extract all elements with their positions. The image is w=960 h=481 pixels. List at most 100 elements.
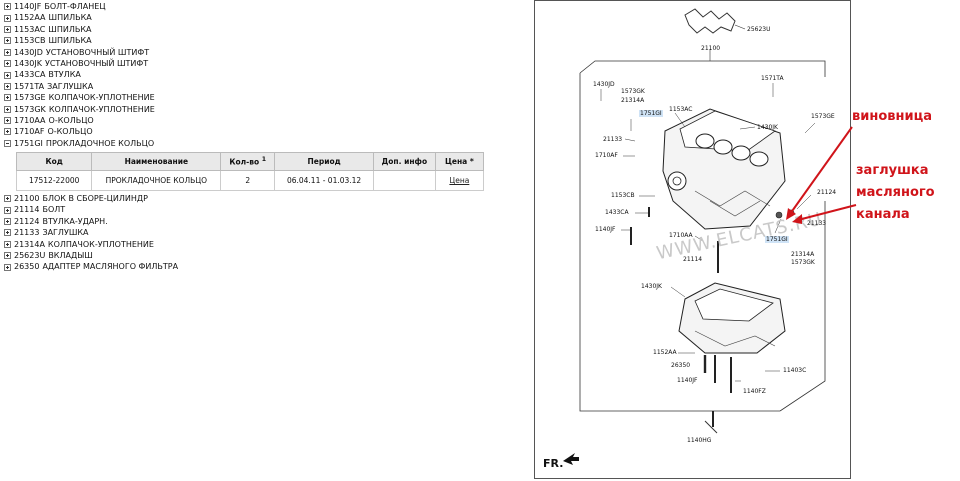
- tree-item-name: ПРОКЛАДОЧНОЕ КОЛЬЦО: [45, 138, 155, 148]
- expand-icon[interactable]: [4, 94, 11, 102]
- tree-item-code: 1140JF: [14, 2, 42, 11]
- diagram-label: 26350: [671, 362, 691, 369]
- diagram-label: 11403C: [783, 367, 807, 374]
- cell-period: 06.04.11 - 01.03.12: [274, 170, 374, 191]
- expand-icon[interactable]: [4, 105, 11, 113]
- diagram-label: 1710AA: [669, 232, 693, 239]
- tree-item-code: 21124: [14, 216, 40, 226]
- expand-icon[interactable]: [4, 229, 11, 237]
- expand-icon[interactable]: [4, 240, 11, 248]
- culprit-note: виновница: [852, 109, 932, 124]
- engine-block-drawing: [563, 8, 826, 465]
- expand-icon[interactable]: [4, 195, 11, 203]
- col-qty: Кол-во 1: [220, 152, 276, 171]
- diagram-label: 1573GE: [811, 113, 835, 120]
- tree-item-code: 1430JK: [14, 58, 42, 68]
- expand-icon[interactable]: [4, 217, 11, 225]
- price-link[interactable]: Цена: [434, 170, 485, 191]
- parts-table: Код Наименование Кол-во 1 Период Доп. ин…: [15, 152, 485, 191]
- tree-item-name: ЗАГЛУШКА: [47, 81, 94, 91]
- expand-icon[interactable]: [4, 71, 11, 79]
- expand-icon[interactable]: [4, 48, 11, 56]
- expand-icon[interactable]: [4, 206, 11, 214]
- diagram-label: 1153AC: [669, 106, 693, 113]
- tree-item-code: 21133: [14, 228, 40, 238]
- expand-icon[interactable]: [4, 252, 11, 260]
- expand-icon[interactable]: [4, 14, 11, 22]
- tree-item-code: 21314A: [14, 239, 45, 249]
- col-code: Код: [15, 152, 93, 171]
- diagram-label: 1140HG: [687, 437, 712, 444]
- expand-icon[interactable]: [4, 117, 11, 125]
- parts-diagram: WWW.ELCATS.RU 25623U 21100 1430JD 1573GK…: [534, 0, 851, 479]
- col-price: Цена *: [434, 152, 485, 171]
- collapse-icon[interactable]: [4, 139, 11, 147]
- tree-item-code: 26350: [14, 262, 40, 272]
- table-row: 17512-22000 ПРОКЛАДОЧНОЕ КОЛЬЦО 2 06.04.…: [15, 170, 485, 191]
- cell-info: [372, 170, 436, 191]
- col-info: Доп. инфо: [372, 152, 436, 171]
- diagram-label: 21314A: [791, 251, 815, 258]
- tree-item-code: 1573GE: [14, 93, 46, 103]
- expand-icon[interactable]: [4, 128, 11, 136]
- cell-code: 17512-22000: [15, 170, 93, 191]
- diagram-label: 1153CB: [611, 192, 635, 199]
- expand-icon[interactable]: [4, 263, 11, 271]
- tree-item-code: 1430JD: [14, 47, 43, 57]
- expand-icon[interactable]: [4, 37, 11, 45]
- diagram-label: 21133: [603, 136, 623, 143]
- tree-item-name: КОЛПАЧОК-УПЛОТНЕНИЕ: [48, 93, 155, 103]
- expand-icon[interactable]: [4, 3, 11, 11]
- expand-icon[interactable]: [4, 25, 11, 33]
- diagram-label: 1152AA: [653, 349, 677, 356]
- tree-item-code: 25623U: [14, 250, 46, 260]
- tree-item-code: 21100: [14, 194, 40, 203]
- diagram-label: 1573GK: [791, 259, 815, 266]
- diagram-label: 21124: [817, 189, 837, 196]
- tree-item-code: 21114: [14, 205, 40, 215]
- col-period: Период: [274, 152, 374, 171]
- tree-item-name: БОЛТ: [42, 205, 66, 215]
- diagram-label: 1433CA: [605, 209, 629, 216]
- diagram-label: 1140JF: [595, 226, 616, 233]
- expand-icon[interactable]: [4, 60, 11, 68]
- diagram-label: 21100: [701, 45, 721, 52]
- tree-item-code: 1710AA: [14, 115, 46, 125]
- tree-item-name: КОЛПАЧОК-УПЛОТНЕНИЕ: [48, 104, 155, 114]
- front-arrow-icon: [563, 453, 579, 465]
- tree-item-code: 1433CA: [14, 70, 46, 80]
- tree-item-code: 1152AA: [14, 13, 46, 23]
- tree-item-code: 1751GI: [14, 138, 43, 148]
- diagram-label: 25623U: [747, 26, 771, 33]
- plug-note-line: заглушка: [856, 163, 929, 178]
- plug-note-line: масляного: [856, 185, 935, 200]
- tree-item-name: ВКЛАДЫШ: [48, 250, 93, 260]
- tree-item-name: ШПИЛЬКА: [48, 24, 92, 34]
- diagram-label: 1573GK: [621, 88, 645, 95]
- diagram-label: 21114: [683, 256, 703, 263]
- expand-icon[interactable]: [4, 82, 11, 90]
- tree-item-name: ЗАГЛУШКА: [42, 228, 89, 238]
- tree-item-name: ВТУЛКА-УДАРН.: [42, 216, 108, 226]
- table-header-row: Код Наименование Кол-во 1 Период Доп. ин…: [15, 152, 485, 171]
